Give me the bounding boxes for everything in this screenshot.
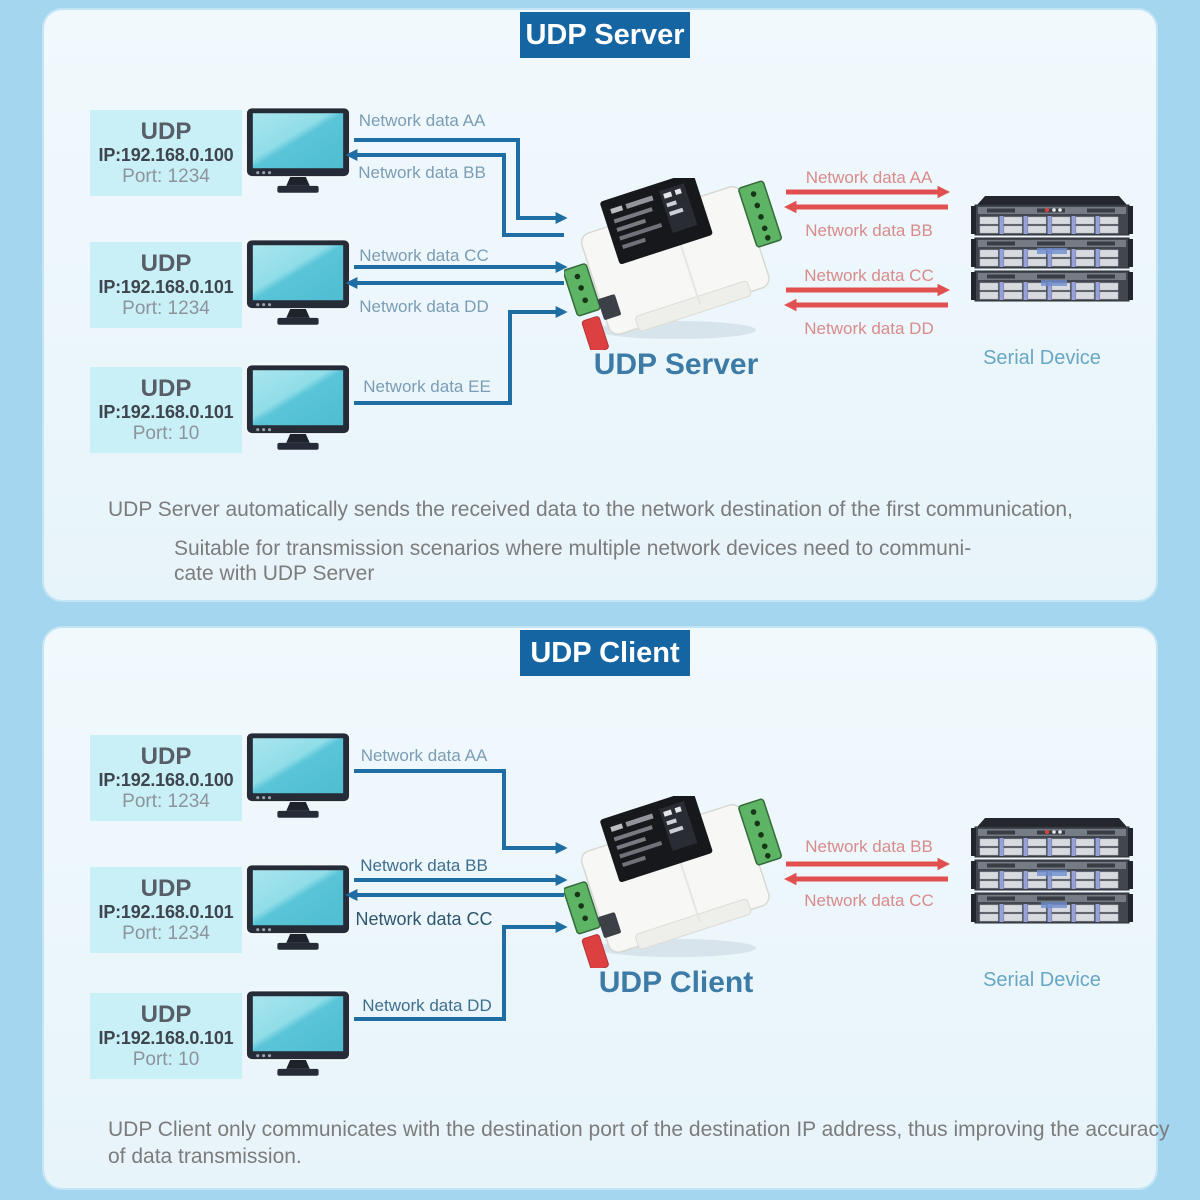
computer-info-box: UDP IP:192.168.0.101 Port: 10 [90, 993, 242, 1079]
computer-port: Port: 1234 [122, 923, 210, 945]
computer-protocol: UDP [140, 874, 192, 902]
computer-info-box: UDP IP:192.168.0.101 Port: 10 [90, 367, 242, 453]
computer-port: Port: 1234 [122, 166, 210, 188]
computer-ip: IP:192.168.0.100 [98, 145, 234, 166]
network-data-label: Network data BB [358, 163, 486, 182]
din-module-icon [564, 178, 788, 350]
panel-description: UDP Server automatically sends the recei… [108, 498, 1073, 521]
network-data-label: Network data BB [360, 856, 488, 875]
serial-device-icon [966, 196, 1138, 306]
network-data-label: Network data EE [363, 377, 491, 396]
computer-info-box: UDP IP:192.168.0.100 Port: 1234 [90, 735, 242, 821]
panel-description: UDP Client only communicates with the de… [108, 1118, 1170, 1141]
network-data-label: Network data AA [358, 111, 486, 130]
panel-description: Suitable for transmission scenarios wher… [174, 537, 972, 560]
network-data-label: Network data CC [359, 246, 489, 265]
serial-device-label: Serial Device [983, 969, 1101, 991]
monitor-icon [244, 989, 352, 1077]
panel-description: cate with UDP Server [174, 562, 375, 585]
computer-info-box: UDP IP:192.168.0.101 Port: 1234 [90, 867, 242, 953]
panel-description: of data transmission. [108, 1145, 302, 1168]
network-data-label: Network data CC [355, 909, 493, 929]
computer-protocol: UDP [140, 117, 192, 145]
computer-port: Port: 1234 [122, 298, 210, 320]
computer-port: Port: 10 [132, 1049, 200, 1071]
serial-data-label: Network data CC [804, 266, 934, 285]
network-data-label: Network data DD [362, 996, 492, 1015]
serial-data-label: Network data AA [805, 168, 933, 187]
serial-data-label: Network data CC [804, 891, 934, 910]
serial-data-label: Network data BB [805, 221, 933, 240]
computer-ip: IP:192.168.0.101 [98, 1028, 234, 1049]
udp-client-panel: UDP Client UDP IP:192.168.0.100 Port: 12… [44, 628, 1169, 1188]
network-data-label: Network data AA [360, 746, 488, 765]
computer-ip: IP:192.168.0.100 [98, 770, 234, 791]
computer-ip: IP:192.168.0.101 [98, 277, 234, 298]
panel-title: UDP Client [520, 630, 690, 676]
computer-info-box: UDP IP:192.168.0.101 Port: 1234 [90, 242, 242, 328]
computer-protocol: UDP [140, 742, 192, 770]
serial-device-icon [966, 818, 1138, 928]
computer-info-box: UDP IP:192.168.0.100 Port: 1234 [90, 110, 242, 196]
din-module-icon [564, 796, 788, 968]
computer-protocol: UDP [140, 374, 192, 402]
computer-protocol: UDP [140, 249, 192, 277]
computer-ip: IP:192.168.0.101 [98, 902, 234, 923]
device-label: UDP Server [593, 348, 759, 381]
computer-ip: IP:192.168.0.101 [98, 402, 234, 423]
udp-server-panel: UDP Server UDP IP:192.168.0.100 Port: 12… [44, 10, 1156, 600]
panel-title: UDP Server [520, 12, 690, 58]
serial-device-label: Serial Device [983, 347, 1101, 369]
serial-data-label: Network data BB [805, 837, 933, 856]
computer-port: Port: 1234 [122, 791, 210, 813]
network-data-label: Network data DD [359, 297, 489, 316]
computer-protocol: UDP [140, 1000, 192, 1028]
serial-data-label: Network data DD [804, 319, 934, 338]
monitor-icon [244, 363, 352, 451]
computer-port: Port: 10 [132, 423, 200, 445]
device-label: UDP Client [598, 966, 754, 999]
